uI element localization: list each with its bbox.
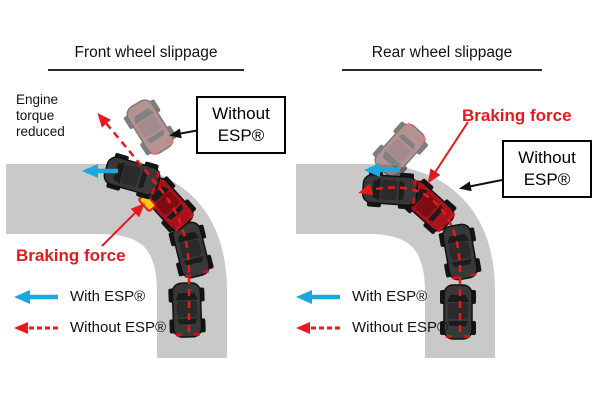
with-esp-arrow-icon xyxy=(14,289,58,304)
without-esp-box-pointer-right xyxy=(459,179,503,192)
legend-with-esp-label: With ESP® xyxy=(70,288,146,305)
legend-without-esp-label: Without ESP® xyxy=(352,319,449,336)
legend-without-esp-label: Without ESP® xyxy=(70,319,167,336)
legend-without-esp: Without ESP® xyxy=(14,319,166,336)
without-esp-box-pointer-left xyxy=(169,128,201,139)
engine-torque-note: Engine torque reduced xyxy=(16,92,65,139)
without-esp-callout-left: Without ESP® xyxy=(196,96,286,155)
legend-with-esp: With ESP® xyxy=(14,288,166,305)
braking-force-pointer-right xyxy=(427,121,469,184)
braking-force-label-right: Braking force xyxy=(462,106,572,125)
without-esp-callout-right: Without ESP® xyxy=(502,140,592,199)
braking-force-pointer-left xyxy=(101,203,145,247)
legend-without-esp: Without ESP® xyxy=(296,319,448,336)
right-panel-title: Rear wheel slippage xyxy=(342,44,542,71)
car xyxy=(167,281,207,339)
left-panel-title: Front wheel slippage xyxy=(48,44,244,71)
without-esp-trajectory-right xyxy=(358,183,462,332)
braking-force-label-left: Braking force xyxy=(16,246,126,265)
without-esp-arrow-icon xyxy=(14,321,58,334)
without-esp-trajectory-left xyxy=(97,112,191,332)
with-esp-arrow-icon xyxy=(296,289,340,304)
without-esp-arrow-icon xyxy=(296,321,340,334)
car-without-esp-understeer xyxy=(119,93,181,161)
legend-with-esp-label: With ESP® xyxy=(352,288,428,305)
legend-right-panel: With ESP® Without ESP® xyxy=(296,288,448,336)
legend-left-panel: With ESP® Without ESP® xyxy=(14,288,166,336)
legend-with-esp: With ESP® xyxy=(296,288,448,305)
